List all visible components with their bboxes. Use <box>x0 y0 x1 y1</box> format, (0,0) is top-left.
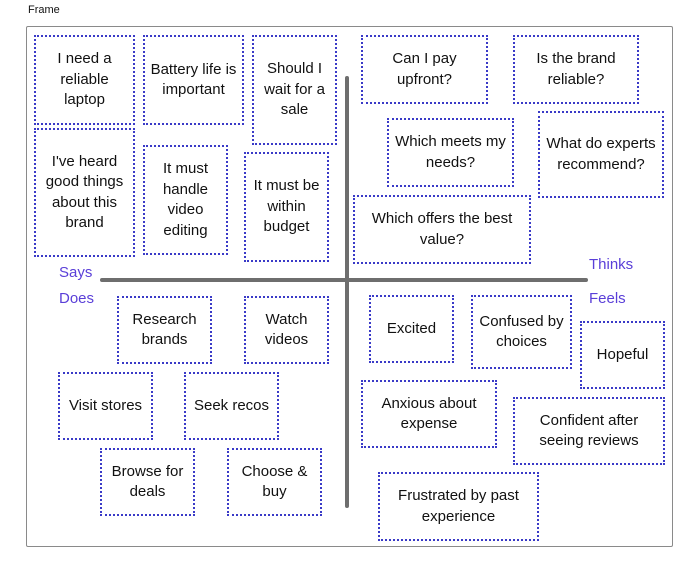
sticky-note[interactable]: Visit stores <box>58 372 153 440</box>
sticky-note[interactable]: Anxious about expense <box>361 380 497 448</box>
sticky-note[interactable]: Hopeful <box>580 321 665 389</box>
quadrant-label-does: Does <box>59 290 95 307</box>
sticky-note[interactable]: Browse for deals <box>100 448 195 516</box>
sticky-note[interactable]: Choose & buy <box>227 448 322 516</box>
quadrant-label-feels: Feels <box>589 290 626 307</box>
sticky-note[interactable]: Battery life is important <box>143 35 244 125</box>
sticky-note[interactable]: I've heard good things about this brand <box>34 128 135 257</box>
frame-label: Frame <box>28 4 60 16</box>
sticky-note[interactable]: Which meets my needs? <box>387 118 514 187</box>
sticky-note[interactable]: Which offers the best value? <box>353 195 531 264</box>
sticky-note[interactable]: Research brands <box>117 296 212 364</box>
quadrant-label-says: Says <box>59 264 93 281</box>
sticky-note[interactable]: Confused by choices <box>471 295 572 369</box>
vertical-axis <box>345 76 349 508</box>
sticky-note[interactable]: Watch videos <box>244 296 329 364</box>
sticky-note[interactable]: Seek recos <box>184 372 279 440</box>
horizontal-axis <box>100 278 588 282</box>
sticky-note[interactable]: Confident after seeing reviews <box>513 397 665 465</box>
sticky-note[interactable]: It must handle video editing <box>143 145 228 255</box>
sticky-note[interactable]: What do experts recommend? <box>538 111 664 198</box>
sticky-note[interactable]: I need a reliable laptop <box>34 35 135 125</box>
sticky-note[interactable]: Can I pay upfront? <box>361 35 488 104</box>
empathy-map-frame <box>26 26 673 547</box>
sticky-note[interactable]: It must be within budget <box>244 152 329 262</box>
sticky-note[interactable]: Should I wait for a sale <box>252 35 337 145</box>
quadrant-label-thinks: Thinks <box>589 256 634 273</box>
sticky-note[interactable]: Is the brand reliable? <box>513 35 639 104</box>
sticky-note[interactable]: Excited <box>369 295 454 363</box>
sticky-note[interactable]: Frustrated by past experience <box>378 472 539 541</box>
